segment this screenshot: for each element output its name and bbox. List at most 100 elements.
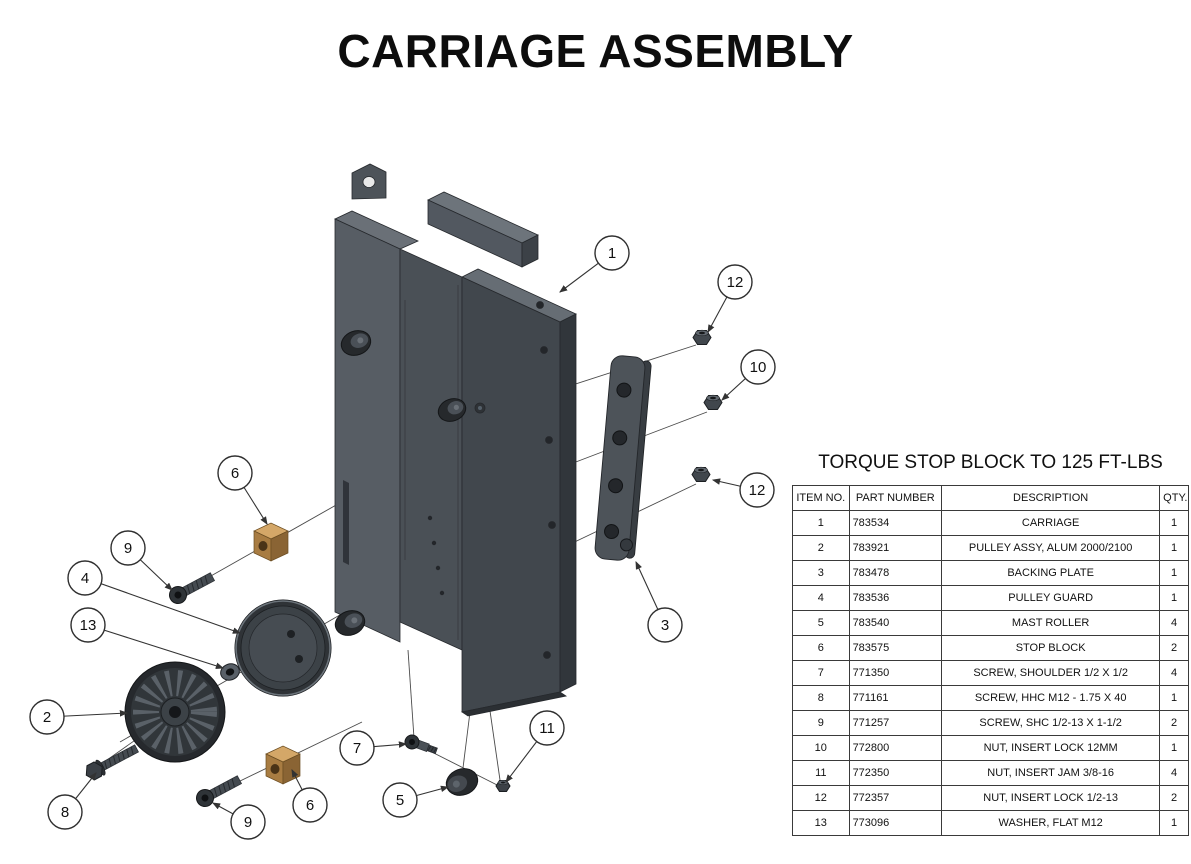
col-header-part-number: PART NUMBER: [848, 485, 943, 511]
part-number-cell: 783921: [848, 535, 943, 561]
drawing-title: CARRIAGE ASSEMBLY: [337, 25, 854, 77]
balloon-nut-lock-12mm: 10: [740, 349, 776, 385]
mast-roller-exploded: [445, 768, 479, 796]
item-no-cell: 2: [792, 535, 850, 561]
parts-table-header-row: ITEM NO. PART NUMBER DESCRIPTION QTY.: [792, 485, 1189, 511]
description-cell: NUT, INSERT JAM 3/8-16: [941, 760, 1161, 786]
balloon-label: 3: [661, 617, 669, 634]
stop-block-top: [253, 522, 289, 562]
balloon-shc-screw-bottom: 9: [230, 804, 266, 840]
qty-cell: 4: [1159, 660, 1189, 686]
jam-nut: [495, 780, 511, 792]
description-cell: BACKING PLATE: [941, 560, 1161, 586]
balloon-label: 9: [244, 814, 252, 831]
qty-cell: 1: [1159, 510, 1189, 536]
flat-washer-part: [220, 663, 240, 681]
shc-screw-top: [169, 572, 216, 604]
lock-nut-10: [703, 394, 723, 410]
mast-roller-installed-mid: [437, 398, 467, 422]
description-cell: WASHER, FLAT M12: [941, 810, 1161, 836]
item-no-cell: 13: [792, 810, 850, 836]
backing-plate-part: [594, 355, 652, 561]
part-number-cell: 783478: [848, 560, 943, 586]
balloon-label: 1: [608, 245, 616, 262]
item-no-cell: 12: [792, 785, 850, 811]
item-no-cell: 1: [792, 510, 850, 536]
part-number-cell: 771350: [848, 660, 943, 686]
item-no-cell: 3: [792, 560, 850, 586]
balloon-washer: 13: [70, 607, 106, 643]
qty-cell: 1: [1159, 685, 1189, 711]
balloon-jam-nut: 11: [529, 710, 565, 746]
part-number-cell: 783536: [848, 585, 943, 611]
part-number-cell: 773096: [848, 810, 943, 836]
balloon-label: 9: [124, 540, 132, 557]
balloon-stop-block-top: 6: [217, 455, 253, 491]
hhc-screw: [85, 744, 139, 781]
lock-nut-12-top: [692, 329, 712, 345]
item-no-cell: 5: [792, 610, 850, 636]
balloon-label: 13: [80, 617, 97, 634]
description-cell: SCREW, SHC 1/2-13 X 1-1/2: [941, 710, 1161, 736]
balloon-shoulder-screw: 7: [339, 730, 375, 766]
torque-note: TORQUE STOP BLOCK TO 125 FT-LBS: [818, 452, 1163, 473]
description-cell: SCREW, HHC M12 - 1.75 X 40: [941, 685, 1161, 711]
item-no-cell: 9: [792, 710, 850, 736]
shc-screw-bottom: [196, 775, 243, 807]
mast-roller-installed-top: [340, 330, 372, 356]
part-number-cell: 783575: [848, 635, 943, 661]
balloon-hhc-screw: 8: [47, 794, 83, 830]
description-cell: CARRIAGE: [941, 510, 1161, 536]
col-header-item-no: ITEM NO.: [792, 485, 850, 511]
mast-roller-installed-bottom: [334, 610, 366, 636]
balloon-label: 2: [43, 709, 51, 726]
stop-block-bottom: [265, 745, 301, 785]
item-no-cell: 10: [792, 735, 850, 761]
balloon-label: 5: [396, 792, 404, 809]
description-cell: PULLEY ASSY, ALUM 2000/2100: [941, 535, 1161, 561]
balloon-backing-plate: 3: [647, 607, 683, 643]
description-cell: PULLEY GUARD: [941, 585, 1161, 611]
lock-nut-12-bottom: [691, 466, 711, 482]
part-number-cell: 783534: [848, 510, 943, 536]
pulley-guard-part: [234, 599, 332, 697]
balloon-shc-screw-top: 9: [110, 530, 146, 566]
balloon-label: 7: [353, 740, 361, 757]
balloon-label: 6: [306, 797, 314, 814]
description-cell: SCREW, SHOULDER 1/2 X 1/2: [941, 660, 1161, 686]
description-cell: NUT, INSERT LOCK 1/2-13: [941, 785, 1161, 811]
shoulder-screw: [404, 734, 438, 755]
part-number-cell: 771161: [848, 685, 943, 711]
balloons: 1 12 10 12 3 6 9 4 13 2 8: [29, 235, 776, 840]
col-header-qty: QTY.: [1159, 485, 1189, 511]
balloon-label: 10: [750, 359, 767, 376]
description-cell: MAST ROLLER: [941, 610, 1161, 636]
balloon-label: 6: [231, 465, 239, 482]
balloon-carriage: 1: [594, 235, 630, 271]
balloon-label: 11: [539, 720, 555, 737]
qty-cell: 2: [1159, 785, 1189, 811]
col-header-description: DESCRIPTION: [941, 485, 1161, 511]
item-no-cell: 8: [792, 685, 850, 711]
balloon-mast-roller: 5: [382, 782, 418, 818]
balloon-nut-lock-half-top: 12: [717, 264, 753, 300]
pulley-assembly-part: [124, 661, 226, 763]
balloon-pulley-assy: 2: [29, 699, 65, 735]
parts-list-panel: TORQUE STOP BLOCK TO 125 FT-LBS ITEM NO.…: [792, 452, 1189, 836]
carriage-part: [334, 163, 577, 717]
qty-cell: 1: [1159, 585, 1189, 611]
qty-cell: 2: [1159, 635, 1189, 661]
qty-cell: 4: [1159, 610, 1189, 636]
balloon-label: 12: [727, 274, 744, 291]
